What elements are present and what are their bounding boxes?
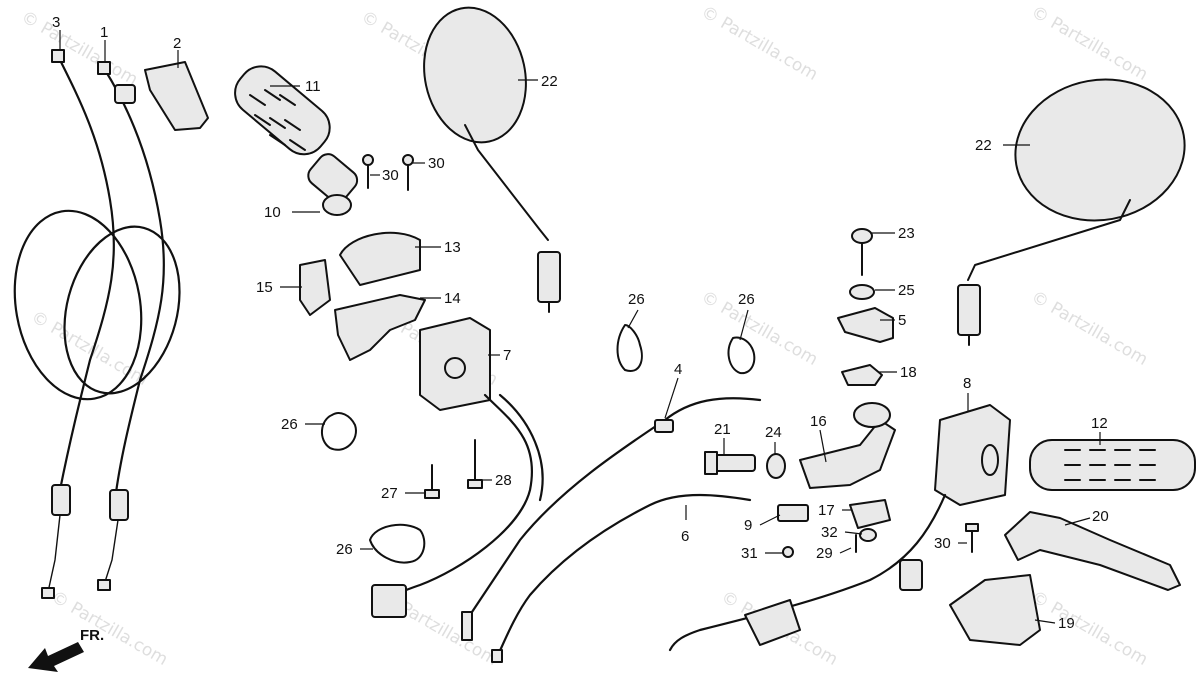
callout-26: 26 xyxy=(336,541,353,558)
throttle-cables[interactable] xyxy=(0,49,197,599)
clamp[interactable] xyxy=(727,336,756,375)
callout-26: 26 xyxy=(628,291,645,308)
callout-7: 7 xyxy=(503,347,511,364)
right-mirror[interactable] xyxy=(957,66,1196,346)
callout-30: 30 xyxy=(382,167,399,184)
right-grip[interactable] xyxy=(1029,439,1196,491)
callout-29: 29 xyxy=(816,545,833,562)
bracket[interactable] xyxy=(849,499,891,529)
callout-22: 22 xyxy=(541,73,558,90)
clamp[interactable] xyxy=(369,523,426,564)
screw[interactable] xyxy=(782,546,794,558)
lever-holder[interactable] xyxy=(837,307,894,343)
callout-24: 24 xyxy=(765,424,782,441)
throttle-cable-cover[interactable] xyxy=(144,61,209,131)
callout-32: 32 xyxy=(821,524,838,541)
callout-8: 8 xyxy=(963,375,971,392)
switch-cover[interactable] xyxy=(949,574,1041,646)
right-switch-harness[interactable] xyxy=(668,493,947,652)
brake-switch[interactable] xyxy=(777,504,809,522)
callout-19: 19 xyxy=(1058,615,1075,632)
left-switch-harness[interactable] xyxy=(388,393,533,597)
nut[interactable] xyxy=(859,528,877,542)
callout-31: 31 xyxy=(741,545,758,562)
callout-5: 5 xyxy=(898,312,906,329)
callout-15: 15 xyxy=(256,279,273,296)
brake-cable[interactable] xyxy=(496,493,752,657)
callout-30: 30 xyxy=(428,155,445,172)
watermark: © Partzilla.com xyxy=(1028,287,1152,370)
brake-lever[interactable] xyxy=(1004,511,1181,591)
callout-30: 30 xyxy=(934,535,951,552)
clamp[interactable] xyxy=(616,324,643,372)
callout-1: 1 xyxy=(100,24,108,41)
callout-labels: 3 1 2 11 10 30 30 22 13 15 14 7 26 27 28… xyxy=(52,14,1109,632)
callout-28: 28 xyxy=(495,472,512,489)
watermark: © Partzilla.com xyxy=(698,2,822,85)
callout-13: 13 xyxy=(444,239,461,256)
left-switch-housing[interactable] xyxy=(419,317,491,411)
lever-bracket[interactable] xyxy=(799,419,896,489)
leader-lines xyxy=(59,30,1101,624)
callout-26: 26 xyxy=(738,291,755,308)
callout-18: 18 xyxy=(900,364,917,381)
connector[interactable] xyxy=(744,599,801,646)
callout-25: 25 xyxy=(898,282,915,299)
callout-26: 26 xyxy=(281,416,298,433)
connector[interactable] xyxy=(899,559,923,591)
left-mirror[interactable] xyxy=(412,0,561,313)
connector[interactable] xyxy=(371,584,407,618)
callout-22: 22 xyxy=(975,137,992,154)
callout-21: 21 xyxy=(714,421,731,438)
callout-16: 16 xyxy=(810,413,827,430)
callout-3: 3 xyxy=(52,14,60,31)
clutch-cable[interactable] xyxy=(468,397,762,617)
watermark: © Partzilla.com xyxy=(1028,587,1152,670)
watermark: © Partzilla.com xyxy=(1028,2,1152,85)
screw-pair[interactable] xyxy=(362,154,414,191)
callout-17: 17 xyxy=(818,502,835,519)
throttle-grip[interactable] xyxy=(226,57,361,216)
watermark: © Partzilla.com xyxy=(698,287,822,370)
watermark: © Partzilla.com xyxy=(18,7,142,90)
callout-11: 11 xyxy=(305,78,321,95)
front-direction-arrow: FR. xyxy=(28,627,104,672)
callout-14: 14 xyxy=(444,290,461,307)
lever-nut[interactable] xyxy=(766,453,786,479)
callout-27: 27 xyxy=(381,485,398,502)
callout-9: 9 xyxy=(744,517,752,534)
callout-12: 12 xyxy=(1091,415,1108,432)
switch-housing-parts[interactable] xyxy=(299,231,426,361)
washer[interactable] xyxy=(849,284,875,300)
right-switch-housing[interactable] xyxy=(934,404,1011,506)
callout-6: 6 xyxy=(681,528,689,545)
callout-2: 2 xyxy=(173,35,181,52)
direction-label: FR. xyxy=(80,627,104,644)
holder-plate[interactable] xyxy=(841,364,883,386)
callout-10: 10 xyxy=(264,204,281,221)
clamp[interactable] xyxy=(321,412,357,451)
callout-4: 4 xyxy=(674,361,682,378)
callout-23: 23 xyxy=(898,225,915,242)
callout-20: 20 xyxy=(1092,508,1109,525)
